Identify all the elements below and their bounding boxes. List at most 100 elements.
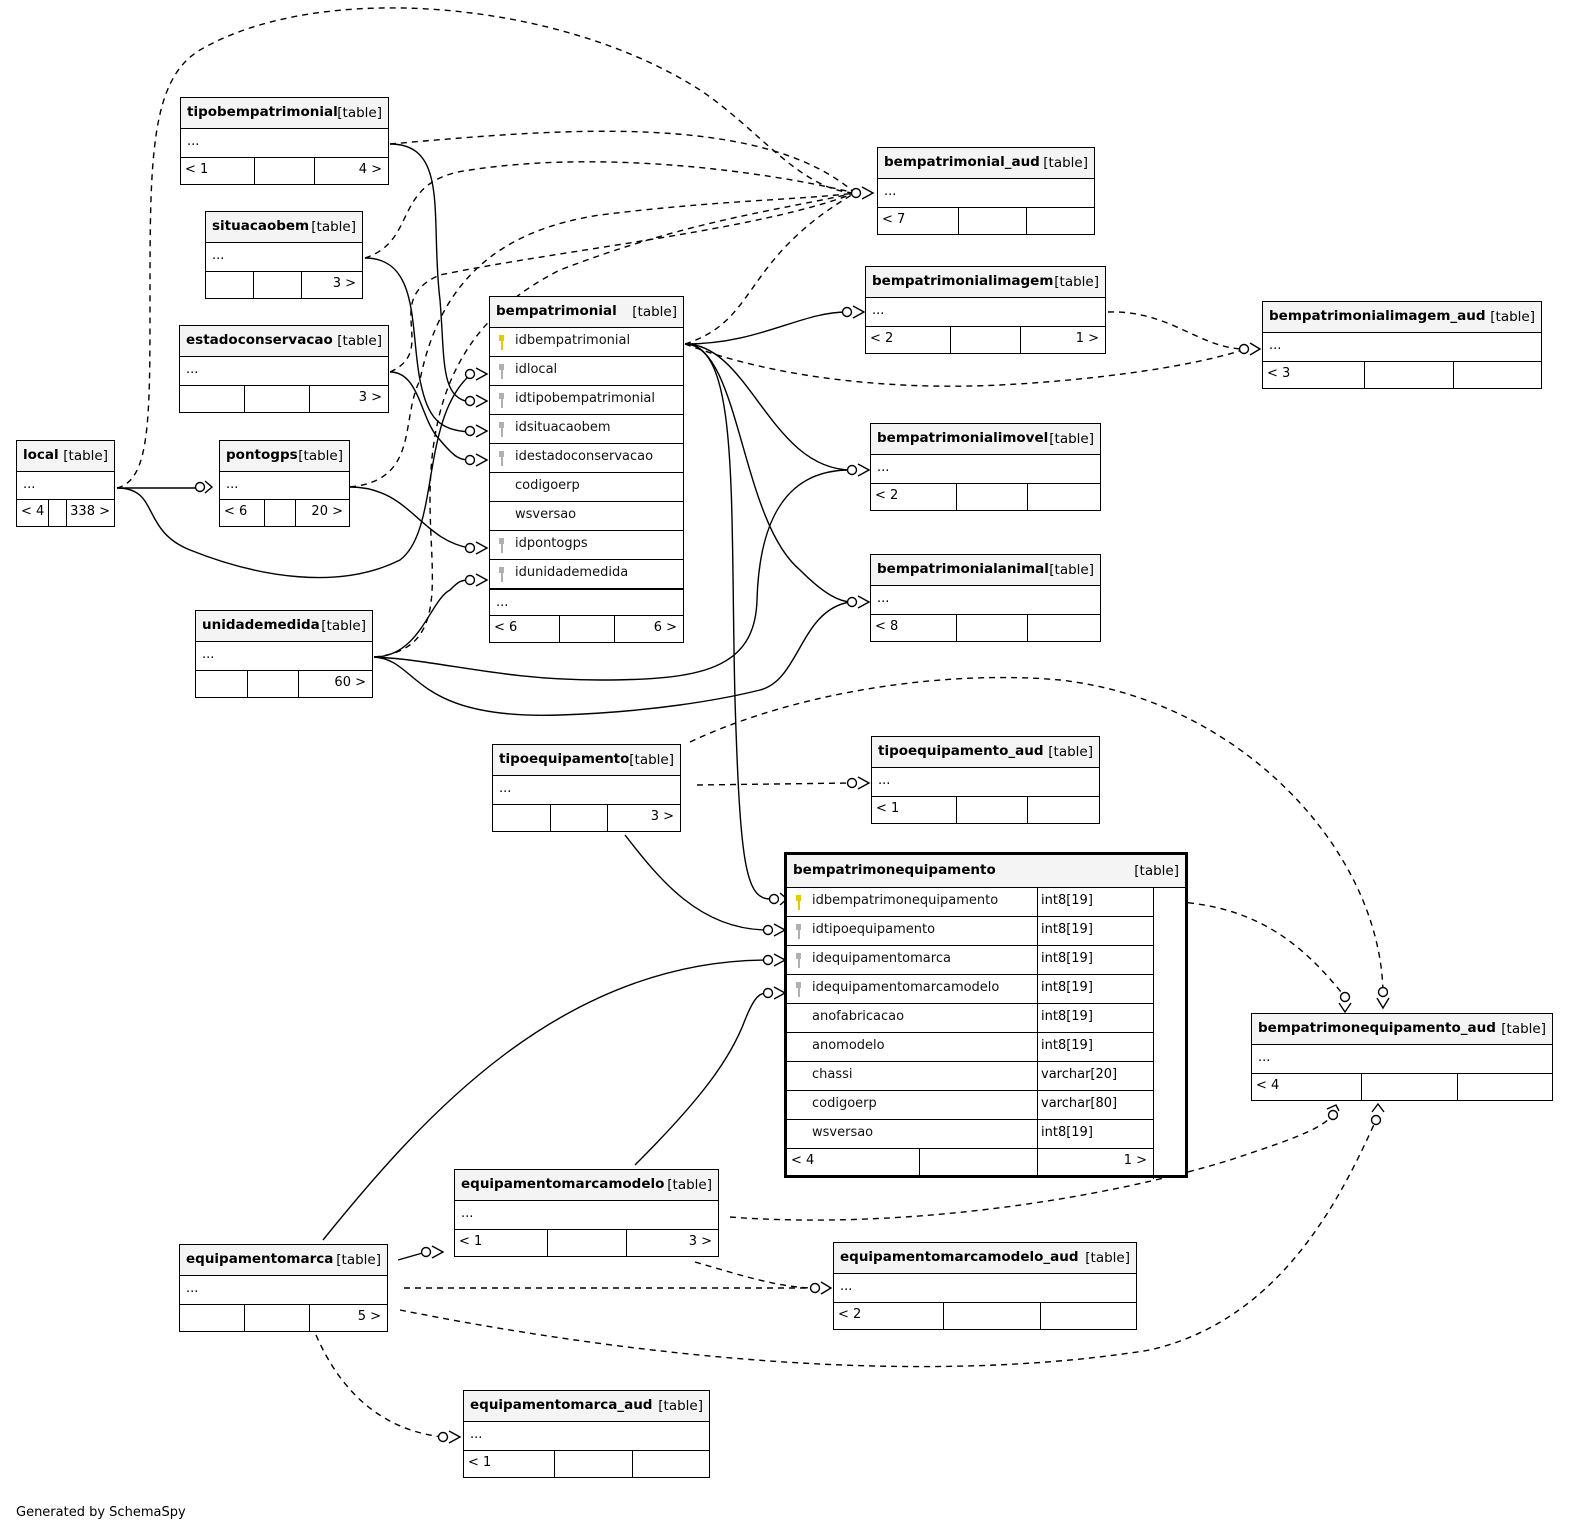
table-tag: [table] xyxy=(311,219,356,235)
edge-bem-animal xyxy=(684,343,853,603)
child-count[interactable]: 20 > xyxy=(311,504,343,519)
column-name: idequipamentomarcamodelo xyxy=(812,980,1000,995)
table-tipoequipamento-aud[interactable]: tipoequipamento_aud[table] ... < 1 xyxy=(871,736,1100,824)
edge-unidade-aud xyxy=(373,192,856,658)
edge-situacao-bempatrimonial xyxy=(364,257,471,433)
table-name: tipobempatrimonial xyxy=(187,104,338,120)
child-count[interactable]: 5 > xyxy=(357,1309,381,1324)
child-count[interactable]: 3 > xyxy=(332,276,356,291)
edge-tipoequip-aud xyxy=(696,782,853,786)
table-bempatrimonial[interactable]: bempatrimonial[table] idbempatrimonial i… xyxy=(489,296,684,643)
edge-modelo-equipamento xyxy=(634,992,769,1166)
edge-pontogps-aud xyxy=(349,192,856,488)
table-bempatrimonialimovel[interactable]: bempatrimonialimovel[table] ... < 2 xyxy=(870,423,1101,511)
foreign-key-icon xyxy=(499,422,504,437)
table-name: equipamentomarca_aud xyxy=(470,1397,653,1413)
child-count[interactable]: 1 > xyxy=(1123,1153,1147,1168)
ellipsis: ... xyxy=(1269,338,1282,353)
parent-count[interactable]: < 7 xyxy=(882,212,906,227)
table-name: equipamentomarcamodelo xyxy=(461,1176,665,1192)
table-bempatrimonequipamento[interactable]: bempatrimonequipamento[table] idbempatri… xyxy=(784,852,1188,1179)
column-name: idtipoequipamento xyxy=(812,922,936,937)
table-unidademedida[interactable]: unidademedida[table] ... 60 > xyxy=(195,610,373,698)
ellipsis: ... xyxy=(226,477,239,492)
ellipsis: ... xyxy=(872,303,885,318)
table-bempatrimonequipamento-aud[interactable]: bempatrimonequipamento_aud[table] ... < … xyxy=(1251,1013,1553,1101)
child-count[interactable]: 4 > xyxy=(358,162,382,177)
parent-count[interactable]: < 6 xyxy=(224,504,248,519)
parent-count[interactable]: < 4 xyxy=(21,504,45,519)
ellipsis: ... xyxy=(499,781,512,796)
table-bempatrimonialimagem-aud[interactable]: bempatrimonialimagem_aud[table] ... < 3 xyxy=(1262,301,1542,389)
table-bempatrimonialanimal[interactable]: bempatrimonialanimal[table] ... < 8 xyxy=(870,554,1101,642)
table-equipamentomarcamodelo-aud[interactable]: equipamentomarcamodelo_aud[table] ... < … xyxy=(833,1242,1137,1330)
foreign-key-icon xyxy=(796,924,801,939)
ellipsis: ... xyxy=(187,134,200,149)
parent-count[interactable]: < 2 xyxy=(875,488,899,503)
edge-unidade-imovel xyxy=(373,469,851,681)
edge-tipoequip-equipamento xyxy=(624,834,769,931)
edge-bem-imovel xyxy=(684,343,853,471)
edge-local-bempatrimonial xyxy=(116,374,471,579)
table-tag: [table] xyxy=(658,1398,703,1414)
table-tag: [table] xyxy=(1054,274,1099,290)
parent-count[interactable]: < 1 xyxy=(468,1455,492,1470)
edge-situacao-aud xyxy=(364,161,856,259)
column-name: idsituacaobem xyxy=(515,420,611,435)
child-count[interactable]: 338 > xyxy=(70,504,110,519)
table-tipoequipamento[interactable]: tipoequipamento[table] ... 3 > xyxy=(492,744,681,832)
primary-key-icon xyxy=(499,335,504,350)
ellipsis: ... xyxy=(202,647,215,662)
child-count[interactable]: 60 > xyxy=(334,675,366,690)
edge-pontogps-bempatrimonial xyxy=(349,486,471,549)
ellipsis: ... xyxy=(878,773,891,788)
generated-by-footer: Generated by SchemaSpy xyxy=(16,1505,186,1520)
column-type: int8[19] xyxy=(1037,946,1093,974)
parent-count[interactable]: < 6 xyxy=(494,620,518,635)
ellipsis: ... xyxy=(1258,1050,1271,1065)
parent-count[interactable]: < 1 xyxy=(459,1234,483,1249)
child-count[interactable]: 6 > xyxy=(653,620,677,635)
parent-count[interactable]: < 4 xyxy=(791,1153,815,1168)
column-type: varchar[80] xyxy=(1037,1091,1117,1119)
column-type: varchar[20] xyxy=(1037,1062,1117,1090)
ellipsis: ... xyxy=(461,1206,474,1221)
table-name: bempatrimonial_aud xyxy=(884,154,1040,170)
child-count[interactable]: 1 > xyxy=(1075,331,1099,346)
parent-count[interactable]: < 1 xyxy=(185,162,209,177)
parent-count[interactable]: < 2 xyxy=(870,331,894,346)
table-equipamentomarca[interactable]: equipamentomarca[table] ... 5 > xyxy=(179,1244,388,1332)
table-estadoconservacao[interactable]: estadoconservacao[table] ... 3 > xyxy=(179,325,389,413)
parent-count[interactable]: < 8 xyxy=(875,619,899,634)
edge-tipobem-bempatrimonial xyxy=(389,143,471,403)
table-bempatrimonialimagem[interactable]: bempatrimonialimagem[table] ... < 2 1 > xyxy=(865,266,1106,354)
parent-count[interactable]: < 1 xyxy=(876,801,900,816)
table-situacaobem[interactable]: situacaobem[table] ... 3 > xyxy=(205,211,363,299)
table-tag: [table] xyxy=(1049,431,1094,447)
table-name: situacaobem xyxy=(212,218,310,234)
edge-unidade-animal xyxy=(373,601,851,716)
table-name: bempatrimonialimagem xyxy=(872,273,1054,289)
edge-estado-bempatrimonial xyxy=(389,371,471,461)
edge-local-aud xyxy=(116,7,856,489)
parent-count[interactable]: < 3 xyxy=(1267,366,1291,381)
parent-count[interactable]: < 4 xyxy=(1256,1078,1280,1093)
parent-count[interactable]: < 2 xyxy=(838,1307,862,1322)
child-count[interactable]: 3 > xyxy=(650,809,674,824)
table-equipamentomarca-aud[interactable]: equipamentomarca_aud[table] ... < 1 xyxy=(463,1390,710,1478)
edge-marca-marcaaud xyxy=(315,1334,444,1438)
table-bempatrimonial-aud[interactable]: bempatrimonial_aud[table] ... < 7 xyxy=(877,147,1095,235)
table-name: equipamentomarca xyxy=(186,1251,334,1267)
ellipsis: ... xyxy=(884,184,897,199)
table-tag: [table] xyxy=(63,448,108,464)
primary-key-icon xyxy=(796,895,801,910)
child-count[interactable]: 3 > xyxy=(688,1234,712,1249)
edge-tipoequip-equipaud xyxy=(689,676,1384,993)
table-name: equipamentomarcamodelo_aud xyxy=(840,1249,1079,1265)
child-count[interactable]: 3 > xyxy=(358,390,382,405)
